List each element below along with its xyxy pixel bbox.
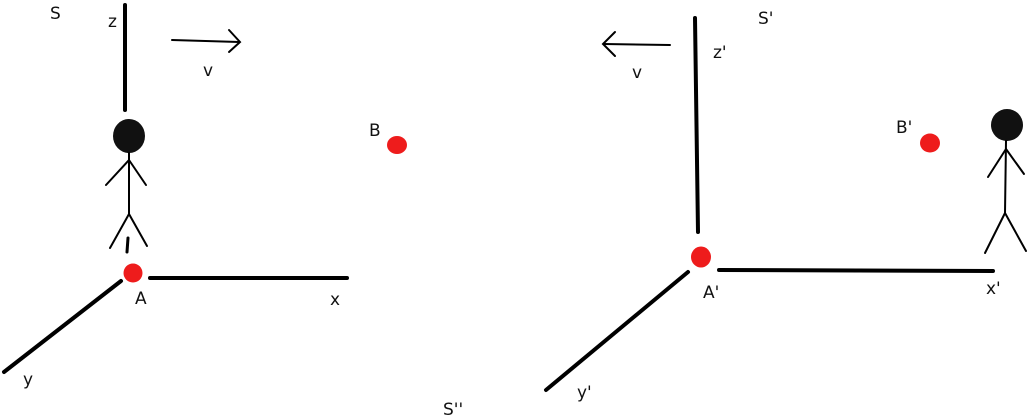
s-velocity-arrow-icon [171,29,242,53]
s-prime-y-axis-label: y' [577,383,592,403]
s-point-b-label: B [369,121,381,141]
s-z-axis-label: z [108,12,117,32]
s-prime-x-axis-label: x' [986,279,1001,299]
s-point-a-label: A [135,289,147,309]
s-prime-x-axis [717,268,995,273]
frame-s-double-prime-label: S'' [443,400,463,418]
s-y-axis-label: y [23,370,33,390]
s-point-a [123,263,143,283]
s-prime-point-b-label: B' [896,118,912,138]
s-prime-point-a [691,246,711,268]
s-prime-velocity-arrow-icon [601,31,671,57]
s-prime-z-axis [693,16,700,234]
s-observer-figure-icon [105,119,148,254]
frame-s-prime-label: S' [758,9,773,29]
s-prime-z-axis-label: z' [713,43,727,63]
s-prime-velocity-label: v [632,63,642,83]
s-x-axis-label: x [330,290,340,310]
frame-s: S z v x y A B [2,3,407,390]
s-prime-point-a-label: A' [703,283,719,303]
frame-s-prime: S' v z' A' x' y' B' [544,9,1027,403]
s-point-b [387,136,407,154]
s-y-axis [2,279,123,374]
frame-s-label: S [50,4,61,24]
s-prime-y-axis [544,270,690,392]
s-prime-point-b [920,133,940,153]
s-prime-observer-figure-icon [984,109,1027,254]
s-velocity-label: v [203,61,213,81]
